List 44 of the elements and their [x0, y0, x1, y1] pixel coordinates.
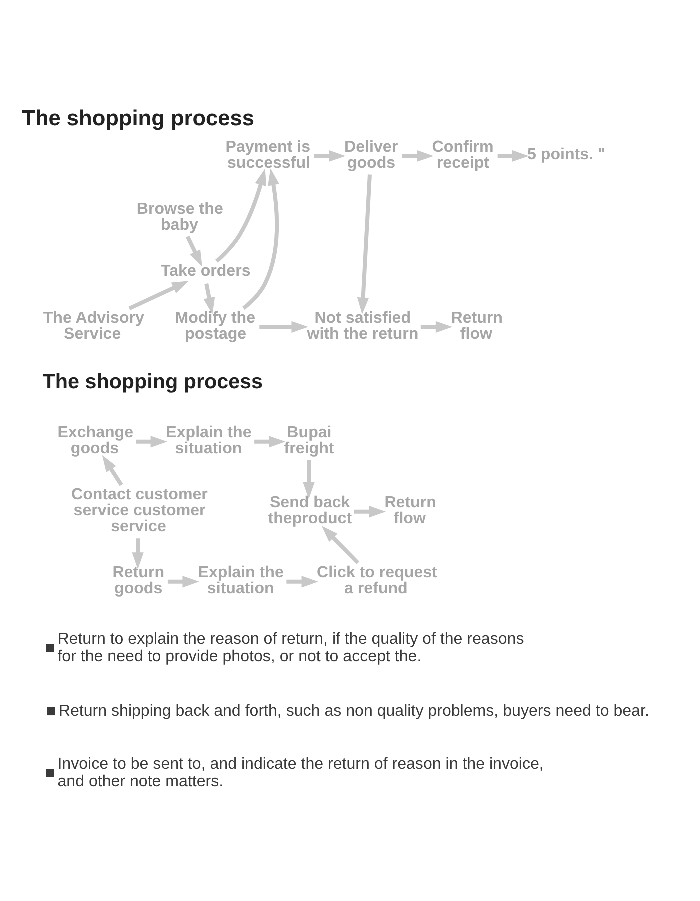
diagram-title: The shopping process	[22, 105, 255, 130]
arrow	[102, 455, 124, 486]
node-text: Return flow	[451, 308, 503, 343]
arrow	[254, 436, 286, 448]
node-text: Take orders	[160, 262, 251, 280]
node-text: Send back theproduct	[268, 494, 352, 528]
arrow	[215, 168, 267, 264]
node-text: The Advisory Service	[43, 308, 144, 343]
node-text: Explain the situation	[198, 564, 284, 598]
arrow	[242, 168, 280, 310]
node-text: Not satisfied with the return	[307, 308, 419, 343]
label: Return to explain the reason of return, if the quality of the reasons for the need to provide photos, or not to accept the.	[58, 630, 524, 666]
node-text: Explain the situation	[166, 424, 252, 458]
node-text: Modify the postage	[175, 308, 256, 343]
arrow	[186, 236, 202, 268]
node-text: Return goods	[112, 564, 165, 598]
arrow	[498, 150, 529, 162]
node-text: Confirm receipt	[432, 138, 494, 172]
node-text: Bupai freight	[284, 424, 334, 458]
node-text: Browse the baby	[136, 200, 224, 234]
node-text: 5 points. "	[528, 145, 606, 164]
label: The shopping process	[42, 370, 264, 394]
arrow	[204, 284, 216, 315]
arrow	[357, 174, 372, 314]
arrow	[402, 150, 434, 162]
arrow	[128, 281, 189, 310]
label: Return shipping back and forth, such as non quality problems, buyers need to bear.	[58, 702, 650, 720]
arrow	[303, 460, 315, 500]
label: Invoice to be sent to, and indicate the return of reason in the invoice, and other note matters.	[58, 755, 544, 790]
arrow	[322, 526, 360, 565]
arrow	[286, 576, 318, 588]
node-text: Contact customer service customer service	[71, 485, 208, 536]
arrow	[136, 436, 168, 448]
node-text: Exchange goods	[58, 424, 134, 458]
arrow	[168, 576, 200, 588]
arrow	[314, 150, 346, 162]
node-text: Payment is successful	[226, 138, 311, 172]
node-text: Click to request a refund	[317, 564, 438, 598]
node-text: Deliver goods	[344, 138, 398, 172]
node-text: Return flow	[384, 494, 436, 528]
arrow	[132, 538, 144, 570]
arrow	[420, 321, 453, 333]
arrow	[354, 506, 386, 518]
arrow	[260, 321, 308, 333]
